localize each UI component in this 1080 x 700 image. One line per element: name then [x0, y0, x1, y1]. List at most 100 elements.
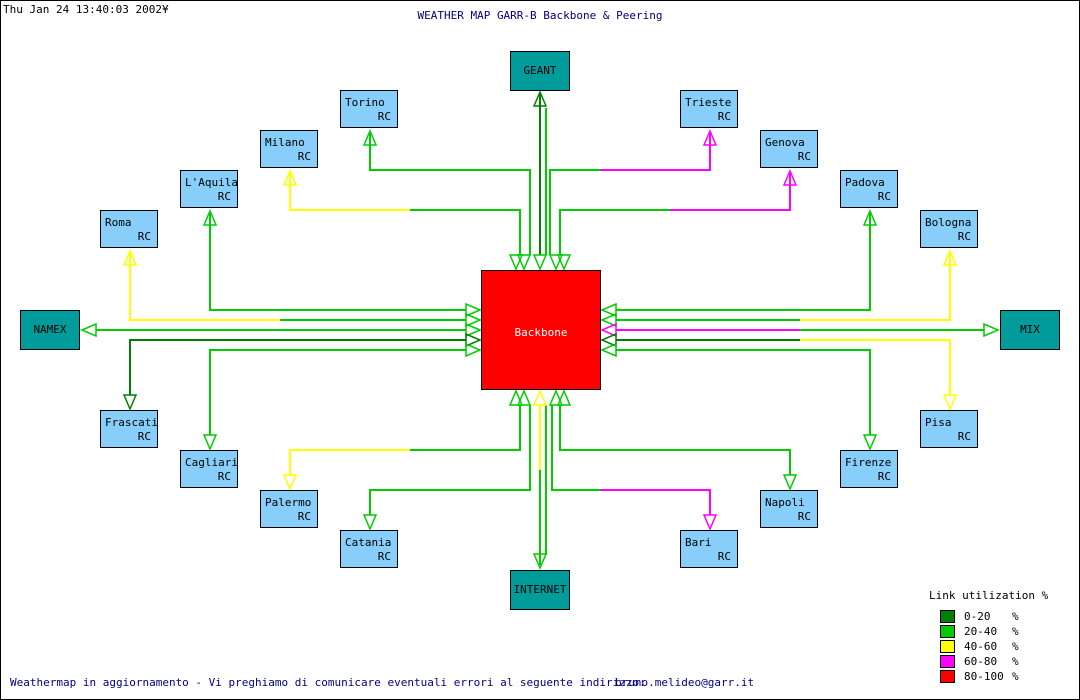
arrow-backbone-torino [516, 254, 532, 271]
legend-title: Link utilization % [929, 589, 1049, 602]
node-geant[interactable]: GEANT [510, 51, 570, 91]
legend-label: 60-80 [964, 655, 998, 668]
node-firenze-label: Firenze [845, 456, 892, 469]
node-catania-rc: RC [377, 550, 391, 563]
arrow-catania [362, 514, 378, 531]
node-milano-rc: RC [297, 150, 311, 163]
arrow-backbone-padova [600, 302, 617, 318]
arrow-frascati [122, 394, 138, 411]
node-padova-label: Padova [845, 176, 885, 189]
link-frascati [129, 339, 466, 395]
node-trieste[interactable]: Trieste RC [680, 90, 738, 128]
arrow-padova [862, 209, 878, 226]
legend-swatch [940, 625, 955, 638]
arrow-palermo [282, 474, 298, 491]
arrow-bologna [942, 249, 958, 266]
node-cagliari-rc: RC [217, 470, 231, 483]
node-internet[interactable]: INTERNET [510, 570, 570, 610]
node-napoli[interactable]: Napoli RC [760, 490, 818, 528]
arrow-backbone-roma [465, 312, 482, 328]
node-roma[interactable]: Roma RC [100, 210, 158, 248]
legend-pct: % [1012, 640, 1019, 653]
arrow-bari [702, 514, 718, 531]
arrow-roma [122, 249, 138, 266]
arrow-backbone-frascati [465, 332, 482, 348]
legend-label: 20-40 [964, 625, 998, 638]
node-bari-rc: RC [717, 550, 731, 563]
link-milano-b [410, 209, 521, 255]
link-bari-a [600, 489, 711, 515]
node-mix[interactable]: MIX [1000, 310, 1060, 350]
node-frascati[interactable]: Frascati RC [100, 410, 158, 448]
arrow-backbone-cagliari [465, 342, 482, 358]
link-trieste-b [549, 169, 600, 255]
arrow-backbone-bologna [600, 312, 617, 328]
legend-label: 0-20 [964, 610, 991, 623]
node-genova-rc: RC [797, 150, 811, 163]
node-catania-label: Catania [345, 536, 392, 549]
arrow-backbone-firenze [600, 342, 617, 358]
node-geant-label: GEANT [523, 64, 557, 77]
arrow-backbone-laquila [465, 302, 482, 318]
node-napoli-rc: RC [797, 510, 811, 523]
node-genova[interactable]: Genova RC [760, 130, 818, 168]
node-laquila-label: L'Aquila [185, 176, 238, 189]
node-genova-label: Genova [765, 136, 805, 149]
arrow-cagliari [202, 434, 218, 451]
arrow-backbone-trieste [548, 254, 564, 271]
node-bari-label: Bari [685, 536, 712, 549]
arrow-laquila [202, 209, 218, 226]
node-bologna[interactable]: Bologna RC [920, 210, 978, 248]
node-firenze-rc: RC [877, 470, 891, 483]
node-cagliari[interactable]: Cagliari RC [180, 450, 238, 488]
node-palermo[interactable]: Palermo RC [260, 490, 318, 528]
legend-item: 80-100 % [940, 670, 1050, 684]
legend-item: 40-60 % [940, 640, 1050, 654]
arrow-pisa [942, 394, 958, 411]
node-milano[interactable]: Milano RC [260, 130, 318, 168]
link-genova-a [670, 173, 791, 211]
arrow-backbone-napoli [556, 389, 572, 406]
legend-item: 0-20 % [940, 610, 1050, 624]
node-torino-label: Torino [345, 96, 385, 109]
node-padova[interactable]: Padova RC [840, 170, 898, 208]
timestamp: Thu Jan 24 13:40:03 2002¥ [3, 3, 169, 16]
node-bologna-label: Bologna [925, 216, 972, 229]
arrow-backbone-geant [532, 254, 548, 271]
node-backbone[interactable]: Backbone [481, 270, 601, 390]
arrow-backbone-milano [508, 254, 524, 271]
node-firenze[interactable]: Firenze RC [840, 450, 898, 488]
node-catania[interactable]: Catania RC [340, 530, 398, 568]
node-roma-label: Roma [105, 216, 132, 229]
arrow-mix [983, 322, 1000, 338]
arrow-backbone-palermo [508, 389, 524, 406]
node-pisa[interactable]: Pisa RC [920, 410, 978, 448]
node-palermo-rc: RC [297, 510, 311, 523]
legend-pct: % [1012, 670, 1019, 683]
link-cagliari [209, 349, 466, 435]
node-trieste-rc: RC [717, 110, 731, 123]
node-namex-label: NAMEX [33, 323, 67, 336]
footer-email-link[interactable]: bruno.melideo@garr.it [615, 676, 755, 689]
arrow-backbone-mix [600, 322, 617, 338]
node-bari[interactable]: Bari RC [680, 530, 738, 568]
link-padova [616, 213, 871, 311]
node-padova-rc: RC [877, 190, 891, 203]
node-laquila-rc: RC [217, 190, 231, 203]
node-namex[interactable]: NAMEX [20, 310, 80, 350]
page-title: WEATHER MAP GARR-B Backbone & Peering [417, 9, 663, 22]
node-frascati-label: Frascati [105, 416, 158, 429]
link-napoli [559, 405, 791, 475]
node-laquila[interactable]: L'Aquila RC [180, 170, 238, 208]
node-mix-label: MIX [1020, 323, 1040, 336]
node-torino[interactable]: Torino RC [340, 90, 398, 128]
node-cagliari-label: Cagliari [185, 456, 238, 469]
node-trieste-label: Trieste [685, 96, 732, 109]
legend-swatch [940, 640, 955, 653]
legend-item: 20-40 % [940, 625, 1050, 639]
arrow-internet [532, 553, 548, 570]
node-torino-rc: RC [377, 110, 391, 123]
arrow-backbone-pisa [600, 332, 617, 348]
legend-pct: % [1012, 655, 1019, 668]
